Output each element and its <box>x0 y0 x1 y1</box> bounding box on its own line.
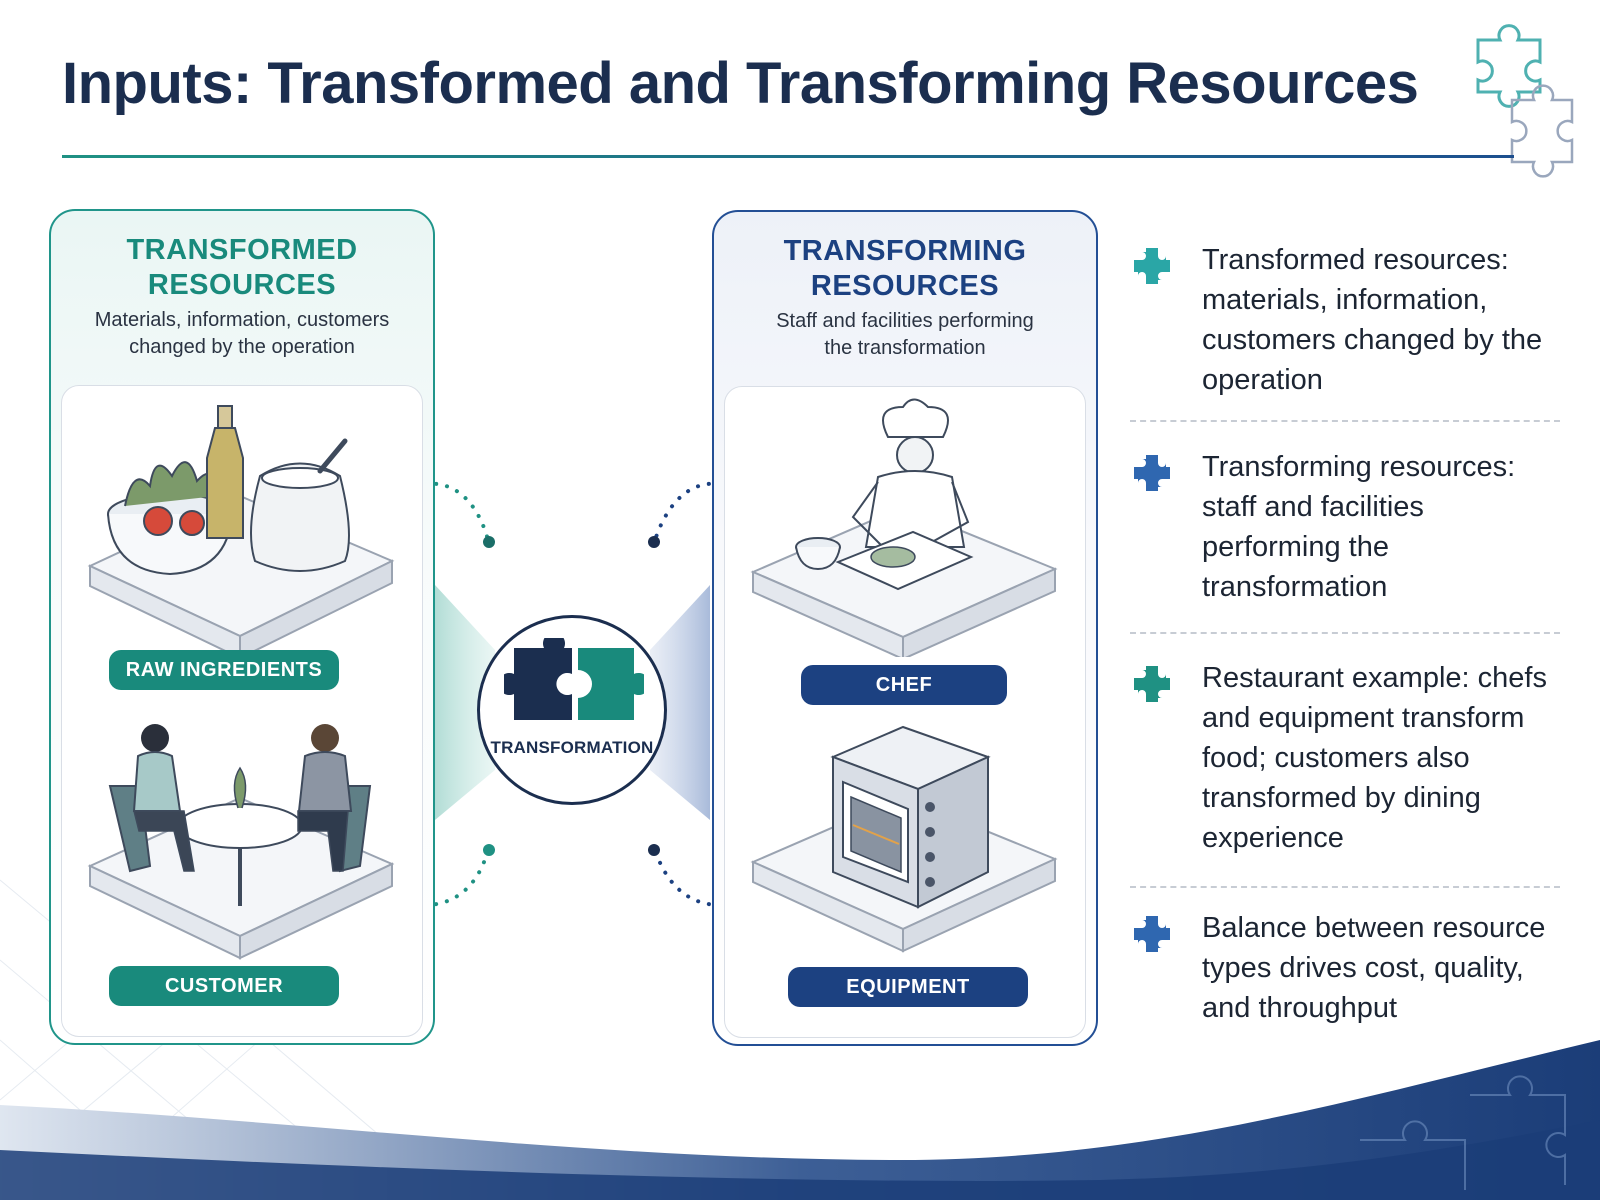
customer-label: CUSTOMER <box>109 966 339 1006</box>
puzzle-pieces-icon <box>504 638 644 720</box>
panel-subtitle: Staff and facilities performing the tran… <box>714 308 1096 362</box>
panel-title: TRANSFORMING RESOURCES <box>714 234 1096 304</box>
panel-title-line: RESOURCES <box>147 269 337 301</box>
panel-title: TRANSFORMED RESOURCES <box>51 233 433 303</box>
panel-subtitle: Materials, information, customers change… <box>51 307 433 361</box>
resources-inner-card: RAW INGREDIENTS CUSTOMER <box>61 385 423 1037</box>
raw-ingredients-illustration <box>87 405 395 656</box>
panel-title-line: TRANSFORMING <box>783 235 1027 267</box>
transformation-label: TRANSFORMATION <box>490 738 654 757</box>
transformed-resources-panel: TRANSFORMED RESOURCES Materials, informa… <box>49 209 435 1045</box>
panel-subtitle-line: Staff and facilities performing <box>776 310 1034 332</box>
customer-illustration <box>87 724 395 960</box>
bullet-divider <box>1130 420 1560 422</box>
bullet-icon-shape <box>1134 666 1170 702</box>
bullet-icon-shape <box>1134 455 1170 491</box>
transforming-resources-panel: TRANSFORMING RESOURCES Staff and facilit… <box>712 210 1098 1046</box>
puzzle-bullet-icon <box>1134 455 1170 491</box>
puzzle-bullet-icon <box>1134 248 1170 284</box>
panel-title-line: RESOURCES <box>810 270 1000 302</box>
bullet-text: Transforming resources: staff and facili… <box>1202 451 1516 603</box>
bullet-icon-shape <box>1134 916 1170 952</box>
title-divider <box>62 155 1514 158</box>
panel-title-line: TRANSFORMED <box>126 234 358 266</box>
page-title: Inputs: Transformed and Transforming Res… <box>62 51 1419 116</box>
panel-subtitle-line: changed by the operation <box>129 336 355 358</box>
bullet-text: Balance between resource types drives co… <box>1202 912 1546 1024</box>
equipment-illustration <box>750 725 1058 953</box>
puzzle-outline-icon <box>1476 24 1542 108</box>
chef-illustration <box>750 398 1058 657</box>
resources-inner-card: CHEF EQUIPMENT <box>724 386 1086 1038</box>
raw-ingredients-label: RAW INGREDIENTS <box>109 650 339 690</box>
panel-subtitle-line: the transformation <box>824 337 986 359</box>
bullet-icon-shape <box>1134 248 1170 284</box>
transformation-node: TRANSFORMATION <box>477 615 667 805</box>
puzzle-bullet-icon <box>1134 666 1170 702</box>
bullet-text: Transformed resources: materials, inform… <box>1202 244 1543 396</box>
equipment-label: EQUIPMENT <box>788 967 1028 1007</box>
bullet-divider <box>1130 632 1560 634</box>
puzzle-bullet-icon <box>1134 916 1170 952</box>
bullet-divider <box>1130 886 1560 888</box>
bullet-text: Restaurant example: chefs and equipment … <box>1202 662 1547 854</box>
bullet-list: Transformed resources: materials, inform… <box>1130 240 1570 1070</box>
panel-subtitle-line: Materials, information, customers <box>94 309 390 331</box>
chef-label: CHEF <box>801 665 1007 705</box>
